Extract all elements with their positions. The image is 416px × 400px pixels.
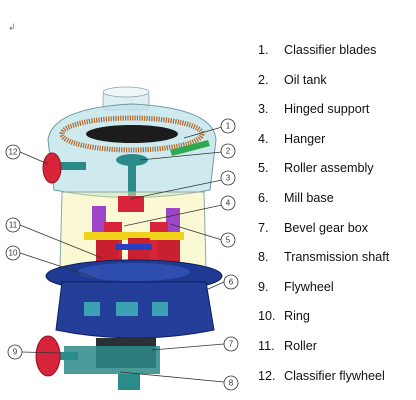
legend-label: Hinged support	[284, 102, 370, 117]
callout-12: 12	[9, 148, 18, 157]
callout-10: 10	[9, 249, 18, 258]
legend-number: 9.	[258, 279, 269, 294]
callout-4: 4	[226, 199, 231, 208]
drive-coupling	[118, 374, 140, 390]
callout-6: 6	[229, 278, 234, 287]
legend-number: 1.	[258, 43, 269, 57]
callout-3: 3	[226, 174, 231, 183]
legend-number: 7.	[258, 220, 269, 235]
corner-mark: ↲	[8, 22, 16, 32]
classifier-housing	[47, 103, 217, 198]
green-arm	[170, 140, 210, 156]
legend-number: 4.	[258, 131, 269, 146]
legend-number: 8.	[258, 250, 269, 265]
classifier-flywheel	[42, 152, 62, 184]
parts-legend: 1. Classifier blades 2. Oil tank 3. Hinged …	[258, 36, 389, 391]
legend-label: Classifier flywheel	[284, 368, 385, 383]
legend-item: 8. Transmission shaft	[258, 243, 389, 273]
base-window-2	[116, 302, 138, 316]
legend-number: 10.	[258, 309, 276, 324]
legend-label: Transmission shaft	[284, 250, 390, 265]
legend-number: 3.	[258, 102, 269, 117]
center-shaft	[128, 158, 136, 198]
callout-8: 8	[229, 379, 234, 388]
legend-item: 12. Classifier flywheel	[258, 362, 389, 392]
legend-label: Ring	[284, 309, 310, 324]
legend-number: 2.	[258, 72, 269, 87]
roller-assembly	[92, 206, 106, 236]
leader-lines	[19, 126, 225, 383]
top-cap-rim	[102, 86, 150, 98]
legend-item: 2. Oil tank	[258, 66, 389, 96]
flywheel	[35, 335, 61, 377]
blue-bracket	[116, 244, 152, 250]
callout-2: 2	[226, 147, 231, 156]
base-window-1	[84, 302, 100, 316]
classifier-blades	[59, 115, 205, 153]
flywheel-axle	[56, 162, 86, 170]
legend-item: 7. Bevel gear box	[258, 214, 389, 244]
legend-label: Bevel gear box	[284, 220, 369, 235]
legend-item: 10. Ring	[258, 302, 389, 332]
legend-label: Mill base	[284, 190, 334, 205]
callout-9: 9	[13, 348, 18, 357]
legend-number: 6.	[258, 190, 269, 205]
gearbox-housing	[64, 346, 160, 374]
callout-11: 11	[9, 221, 18, 230]
legend-item: 11. Roller	[258, 332, 389, 362]
legend-label: Classifier blades	[284, 43, 377, 57]
legend-number: 12.	[258, 368, 276, 383]
legend-item: 5. Roller assembly	[258, 154, 389, 184]
legend-item: 1. Classifier blades	[258, 36, 389, 66]
legend-number: 5.	[258, 161, 269, 176]
callout-7: 7	[229, 340, 234, 349]
transmission-shaft	[50, 352, 78, 360]
legend-label: Roller	[284, 338, 317, 353]
callout-1: 1	[226, 122, 231, 131]
base-window-3	[152, 302, 168, 316]
callout-markers: 1 2 3 4 5 6 7 8 9 10 11 12	[5, 118, 239, 391]
hinged-support	[118, 196, 144, 212]
legend-item: 4. Hanger	[258, 125, 389, 155]
legend-label: Oil tank	[284, 72, 327, 87]
legend-label: Flywheel	[284, 279, 334, 294]
legend-item: 6. Mill base	[258, 184, 389, 214]
classifier-hub	[86, 125, 178, 143]
yellow-bracket	[84, 232, 184, 240]
roller-assembly-2	[166, 208, 180, 238]
legend-number: 11.	[258, 338, 275, 353]
ring-inner	[78, 263, 190, 281]
legend-item: 3. Hinged support	[258, 95, 389, 125]
legend-label: Roller assembly	[284, 161, 374, 176]
callout-5: 5	[226, 236, 231, 245]
legend-item: 9. Flywheel	[258, 273, 389, 303]
legend-label: Hanger	[284, 131, 326, 146]
